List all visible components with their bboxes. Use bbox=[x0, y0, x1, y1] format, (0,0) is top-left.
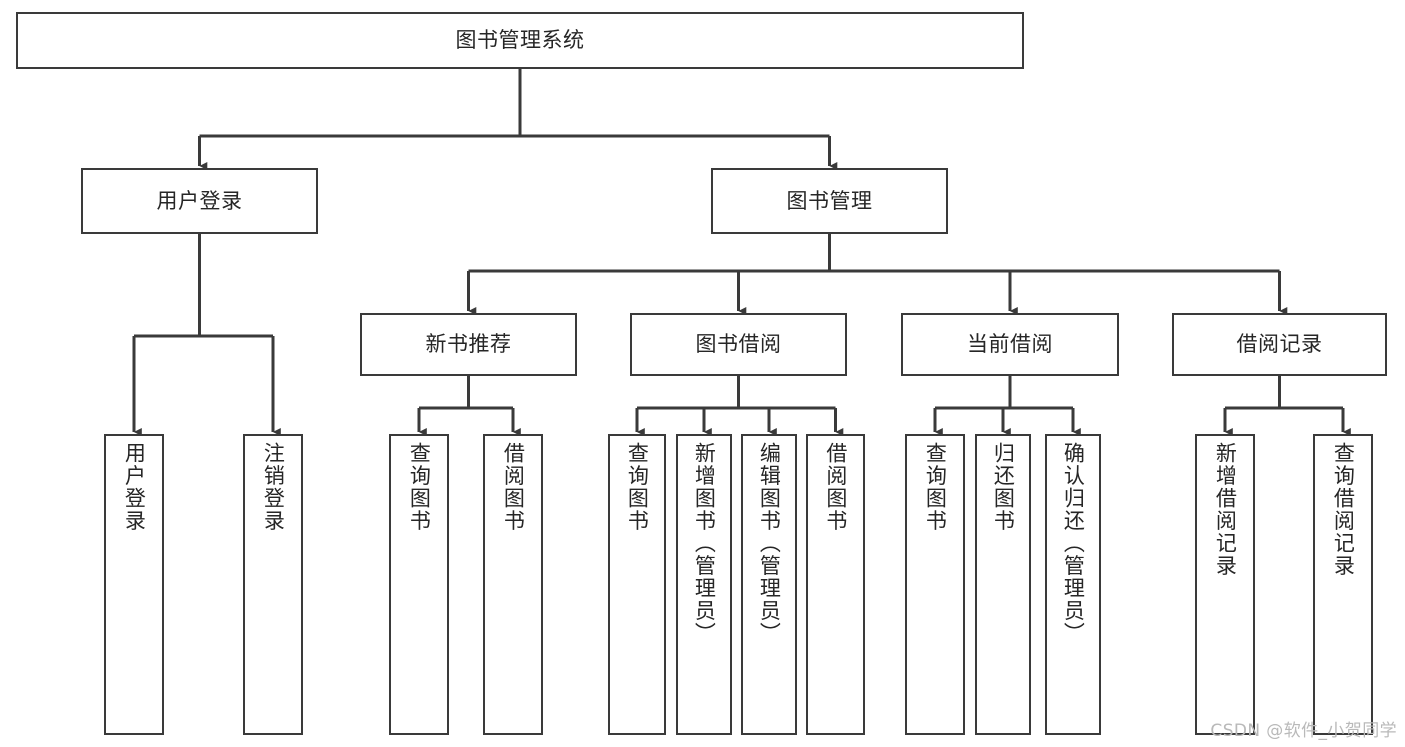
node-leaf-query-borrow-record[interactable]: 查询借阅记录 bbox=[1313, 434, 1373, 735]
node-label: 用户登录 bbox=[122, 442, 147, 532]
node-label: 注销登录 bbox=[261, 442, 286, 532]
watermark-csdn: CSDN @软件_小贺同学 bbox=[1210, 721, 1397, 741]
node-current-borrowing[interactable]: 当前借阅 bbox=[901, 313, 1119, 376]
node-leaf-edit-book-admin[interactable]: 编辑图书（管理员） bbox=[741, 434, 797, 735]
node-label: 图书借阅 bbox=[695, 332, 782, 357]
node-label: 编辑图书（管理员） bbox=[757, 442, 782, 645]
node-leaf-add-book-admin[interactable]: 新增图书（管理员） bbox=[676, 434, 732, 735]
node-leaf-return-books[interactable]: 归还图书 bbox=[975, 434, 1031, 735]
node-borrowing-records[interactable]: 借阅记录 bbox=[1172, 313, 1387, 376]
node-leaf-add-borrow-record[interactable]: 新增借阅记录 bbox=[1195, 434, 1255, 735]
node-leaf-borrow-books[interactable]: 借阅图书 bbox=[806, 434, 865, 735]
node-book-borrowing[interactable]: 图书借阅 bbox=[630, 313, 847, 376]
node-label: 查询图书 bbox=[923, 442, 948, 532]
node-label: 查询借阅记录 bbox=[1331, 442, 1356, 577]
node-label: 查询图书 bbox=[625, 442, 650, 532]
node-label: 图书管理 bbox=[786, 188, 873, 213]
node-label: 当前借阅 bbox=[967, 332, 1053, 357]
node-label: 借阅图书 bbox=[823, 442, 848, 532]
node-label: 确认归还（管理员） bbox=[1061, 442, 1086, 645]
node-leaf-user-login[interactable]: 用户登录 bbox=[104, 434, 164, 735]
node-book-management[interactable]: 图书管理 bbox=[711, 168, 948, 234]
node-label: 查询图书 bbox=[407, 442, 432, 532]
node-leaf-confirm-return-admin[interactable]: 确认归还（管理员） bbox=[1045, 434, 1101, 735]
node-leaf-logout[interactable]: 注销登录 bbox=[243, 434, 303, 735]
node-leaf-borrow-books-recommendation[interactable]: 借阅图书 bbox=[483, 434, 543, 735]
node-label: 归还图书 bbox=[991, 442, 1016, 532]
node-label: 借阅图书 bbox=[501, 442, 526, 532]
node-leaf-query-books-current[interactable]: 查询图书 bbox=[905, 434, 965, 735]
node-label: 借阅记录 bbox=[1236, 332, 1323, 357]
node-leaf-query-books-borrowing[interactable]: 查询图书 bbox=[608, 434, 666, 735]
node-label: 新增借阅记录 bbox=[1213, 442, 1238, 577]
node-label: 用户登录 bbox=[156, 188, 243, 213]
node-label: 图书管理系统 bbox=[455, 28, 585, 53]
node-label: 新增图书（管理员） bbox=[692, 442, 717, 645]
node-new-book-recommendation[interactable]: 新书推荐 bbox=[360, 313, 577, 376]
node-leaf-query-books-recommendation[interactable]: 查询图书 bbox=[389, 434, 449, 735]
node-root-book-management-system[interactable]: 图书管理系统 bbox=[16, 12, 1024, 69]
node-user-login[interactable]: 用户登录 bbox=[81, 168, 318, 234]
node-label: 新书推荐 bbox=[425, 332, 512, 357]
